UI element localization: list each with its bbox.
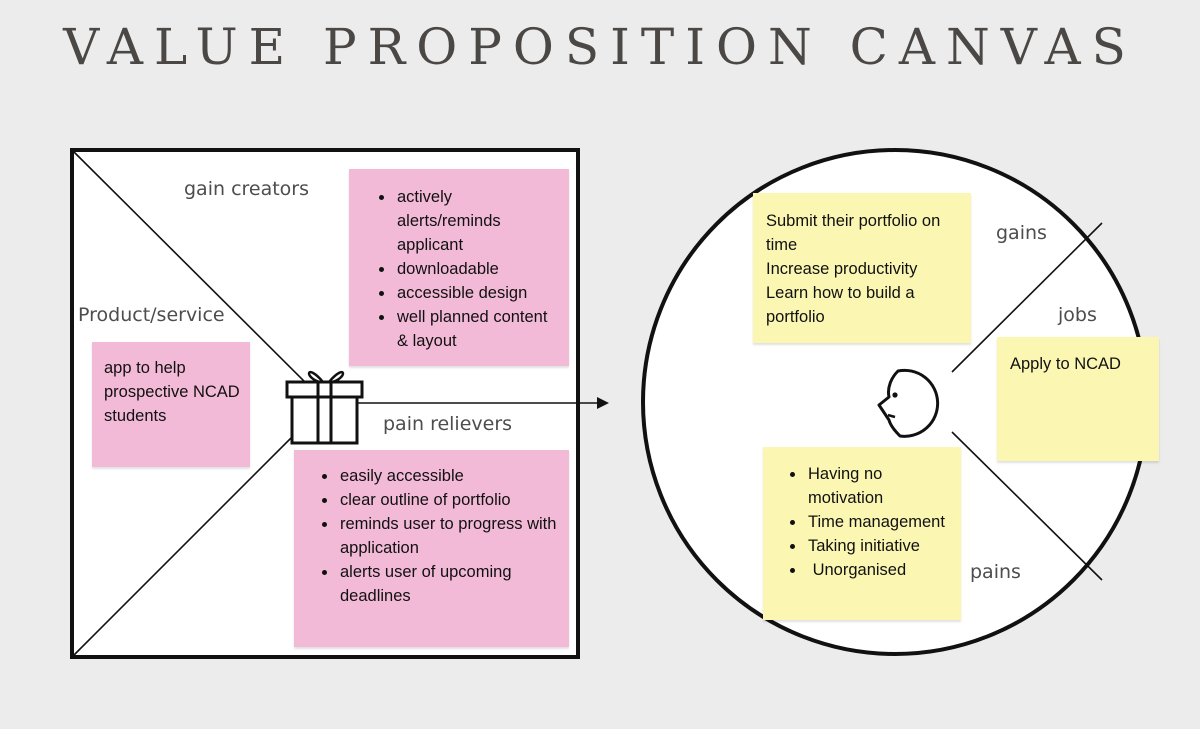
arrow-right-icon	[597, 397, 609, 409]
product-service-text: app to help prospective NCAD students	[104, 359, 240, 425]
list-item: clear outline of portfolio	[338, 488, 559, 512]
list-item: Unorganised	[806, 558, 953, 582]
jobs-text: Apply to NCAD	[1010, 355, 1121, 373]
list-item: accessible design	[395, 281, 559, 305]
list-item: reminds user to progress with applicatio…	[338, 512, 559, 560]
label-pain-relievers: pain relievers	[383, 413, 513, 435]
note-jobs: Apply to NCAD	[997, 337, 1159, 461]
label-jobs: jobs	[1058, 304, 1097, 326]
list-item: alerts user of upcoming deadlines	[338, 560, 559, 608]
list-item: downloadable	[395, 257, 559, 281]
divider-bottom-left	[73, 402, 327, 656]
list-item: Time management	[806, 510, 953, 534]
divider-top-left	[73, 151, 327, 404]
label-product-service: Product/service	[78, 304, 225, 326]
list-item: actively alerts/reminds applicant	[395, 185, 559, 257]
list-item: easily accessible	[338, 464, 559, 488]
label-gains: gains	[996, 222, 1047, 244]
gains-line: Learn how to build a portfolio	[766, 284, 915, 326]
gift-icon	[285, 370, 364, 445]
label-gain-creators: gain creators	[184, 178, 310, 200]
gains-line: Increase productivity	[766, 260, 918, 278]
pains-list: Having no motivation Time management Tak…	[788, 462, 953, 582]
note-pains: Having no motivation Time management Tak…	[763, 447, 961, 620]
divider-jobs-pains	[951, 431, 1103, 581]
note-product-service: app to help prospective NCAD students	[92, 342, 250, 467]
list-item: Taking initiative	[806, 534, 953, 558]
pain-relievers-list: easily accessible clear outline of portf…	[320, 464, 559, 608]
divider-gains-jobs	[951, 222, 1103, 373]
list-item: Having no motivation	[806, 462, 953, 510]
note-gain-creators: actively alerts/reminds applicant downlo…	[349, 169, 569, 366]
face-icon	[877, 368, 940, 438]
note-pain-relievers: easily accessible clear outline of portf…	[294, 450, 569, 647]
list-item: well planned content & layout	[395, 305, 559, 353]
gain-creators-list: actively alerts/reminds applicant downlo…	[377, 185, 559, 353]
page-title: VALUE PROPOSITION CANVAS	[63, 18, 1137, 76]
label-pains: pains	[970, 561, 1021, 583]
note-gains: Submit their portfolio on time Increase …	[753, 193, 971, 343]
gains-line: Submit their portfolio on time	[766, 212, 941, 254]
